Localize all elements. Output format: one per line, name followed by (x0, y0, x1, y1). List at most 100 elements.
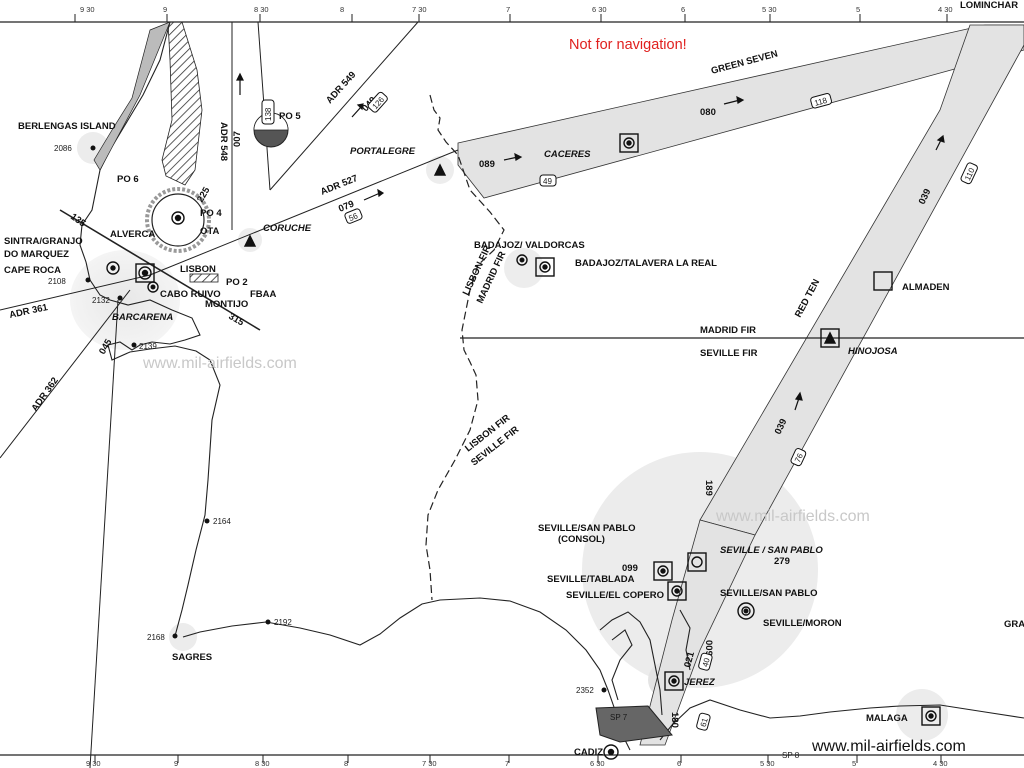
fir-boundaries (425, 94, 1024, 601)
tick-label: 8 30 (254, 5, 269, 14)
tick-label: 4 30 (933, 759, 948, 768)
label-badajoz-valdorcas: BADAJOZ/ VALDORCAS (474, 240, 585, 251)
watermark-text: www.mil-airfields.com (142, 355, 297, 372)
place-labels: BERLENGAS ISLAND ALVERCA OTA SINTRA/GRAN… (4, 0, 1024, 758)
label-coruche: CORUCHE (263, 223, 312, 234)
lisbon-fir-boundary (425, 94, 505, 601)
label-seville-tablada: SEVILLE/TABLADA (547, 574, 635, 585)
zone-po2 (189, 273, 219, 283)
tick-label: 6 30 (590, 759, 605, 768)
zone-label: PO 2 (226, 277, 248, 288)
airway-label: ADR 548 (218, 122, 229, 161)
graticule-top-labels: 9 30 9 8 30 8 7 30 7 6 30 6 5 30 5 4 30 (80, 5, 953, 14)
spot-height: 2164 (213, 517, 231, 526)
navaid-cadiz (603, 744, 619, 760)
label-badajoz-talavera: BADAJOZ/TALAVERA LA REAL (575, 258, 717, 269)
restricted-zones (145, 112, 673, 743)
route-079 (149, 149, 459, 276)
airway-red-ten-south (639, 519, 756, 746)
label-seville-san-pablo-consol: SEVILLE/SAN PABLO (538, 523, 635, 534)
tick-label: 7 30 (422, 759, 437, 768)
course-label: 089 (479, 159, 495, 170)
airway-corridors (457, 24, 1024, 746)
zone-label: SP 8 (782, 751, 800, 760)
label-hinojosa: HINOJOSA (848, 346, 898, 357)
label-almaden: ALMADEN (902, 282, 950, 293)
course-label: 225 (195, 185, 213, 205)
navaid-montijo (147, 281, 159, 293)
website-credit: www.mil-airfields.com (812, 738, 966, 755)
distance-label: 61 (699, 716, 710, 727)
tick-label: 8 (344, 759, 348, 768)
distance-label: 76 (793, 452, 805, 464)
spot-height: 2108 (48, 277, 66, 286)
navaid-sintra (106, 261, 120, 275)
tick-label: 7 30 (412, 5, 427, 14)
navaid-seville-moron (737, 602, 755, 620)
course-label: 180 (669, 712, 680, 728)
label-gra: GRA (1004, 619, 1024, 630)
tick-label: 6 (677, 759, 681, 768)
label-lominchar: LOMINCHAR (960, 0, 1018, 11)
navaid-jerez (664, 671, 684, 691)
label-cadiz: CADIZ (574, 747, 603, 758)
zone-sp7 (595, 705, 673, 743)
label-seville-moron: SEVILLE/MORON (763, 618, 842, 629)
tick-label: 5 30 (762, 5, 777, 14)
zone-label: PO 5 (279, 111, 301, 122)
distance-label: 138 (264, 107, 273, 121)
tick-label: 5 (852, 759, 856, 768)
tick-label: 4 30 (938, 5, 953, 14)
watermarks: www.mil-airfields.com www.mil-airfields.… (142, 355, 870, 525)
label-seville-el-copero: SEVILLE/EL COPERO (566, 590, 664, 601)
label-malaga: MALAGA (866, 713, 908, 724)
course-label: 189 (703, 480, 714, 496)
course-labels: 007 049 079 089 080 039 039 135 225 315 … (68, 95, 933, 728)
airway-label: ADR 527 (319, 173, 359, 198)
tick-label: 6 (681, 5, 685, 14)
tick-label: 9 30 (86, 759, 101, 768)
navaid-caceres (619, 133, 639, 153)
zone-label: SP 7 (610, 713, 628, 722)
label-montijo: MONTIJO (205, 299, 248, 310)
route-lines (0, 21, 459, 768)
distance-label: 118 (813, 96, 828, 108)
spot-height: 2168 (147, 633, 165, 642)
direction-arrows (236, 72, 945, 411)
tick-label: 9 30 (80, 5, 95, 14)
navaid-symbols (106, 133, 941, 760)
course-label: 080 (700, 107, 716, 118)
course-label: 135 (68, 211, 88, 230)
label-ota: OTA (200, 226, 219, 237)
fir-label: MADRID FIR (700, 325, 756, 336)
navaid-almaden (873, 271, 893, 291)
spot-height-labels: 2086 2108 2132 2139 2164 2168 2192 2352 (48, 144, 594, 695)
spot-height: 2352 (576, 686, 594, 695)
coastline (79, 21, 1024, 751)
navaid-lisbon (135, 263, 155, 283)
tick-label: 9 (174, 759, 178, 768)
course-label: 007 (232, 131, 243, 147)
zone-labels: PO 6 PO 4 PO 5 PO 2 SP 7 SP 8 (117, 111, 800, 760)
fir-label: SEVILLE FIR (700, 348, 758, 359)
graticule (0, 14, 1024, 763)
navaid-seville-el-copero (667, 581, 687, 601)
airway-label: GREEN SEVEN (710, 48, 779, 76)
label-cabo-ruivo: CABO RUIVO (160, 289, 221, 300)
watermark-text: www.mil-airfields.com (715, 508, 870, 525)
spot-height: 2086 (54, 144, 72, 153)
tick-label: 8 (340, 5, 344, 14)
fir-labels: MADRID FIR SEVILLE FIR LISBON FIR MADRID… (461, 244, 758, 469)
label-sintra-2: DO MARQUEZ (4, 249, 69, 260)
label-sagres: SAGRES (172, 652, 212, 663)
tick-label: 8 30 (255, 759, 270, 768)
label-sintra: SINTRA/GRANJO (4, 236, 83, 247)
label-lisbon: LISBON (180, 264, 216, 275)
graticule-bottom-labels: 9 30 9 8 30 8 7 30 7 6 30 6 5 30 5 4 30 (86, 759, 948, 768)
label-jerez: JEREZ (684, 677, 716, 688)
label-alverca: ALVERCA (110, 229, 155, 240)
lisbon-control-zone (70, 250, 180, 350)
tick-label: 9 (163, 5, 167, 14)
tick-label: 7 (506, 5, 510, 14)
